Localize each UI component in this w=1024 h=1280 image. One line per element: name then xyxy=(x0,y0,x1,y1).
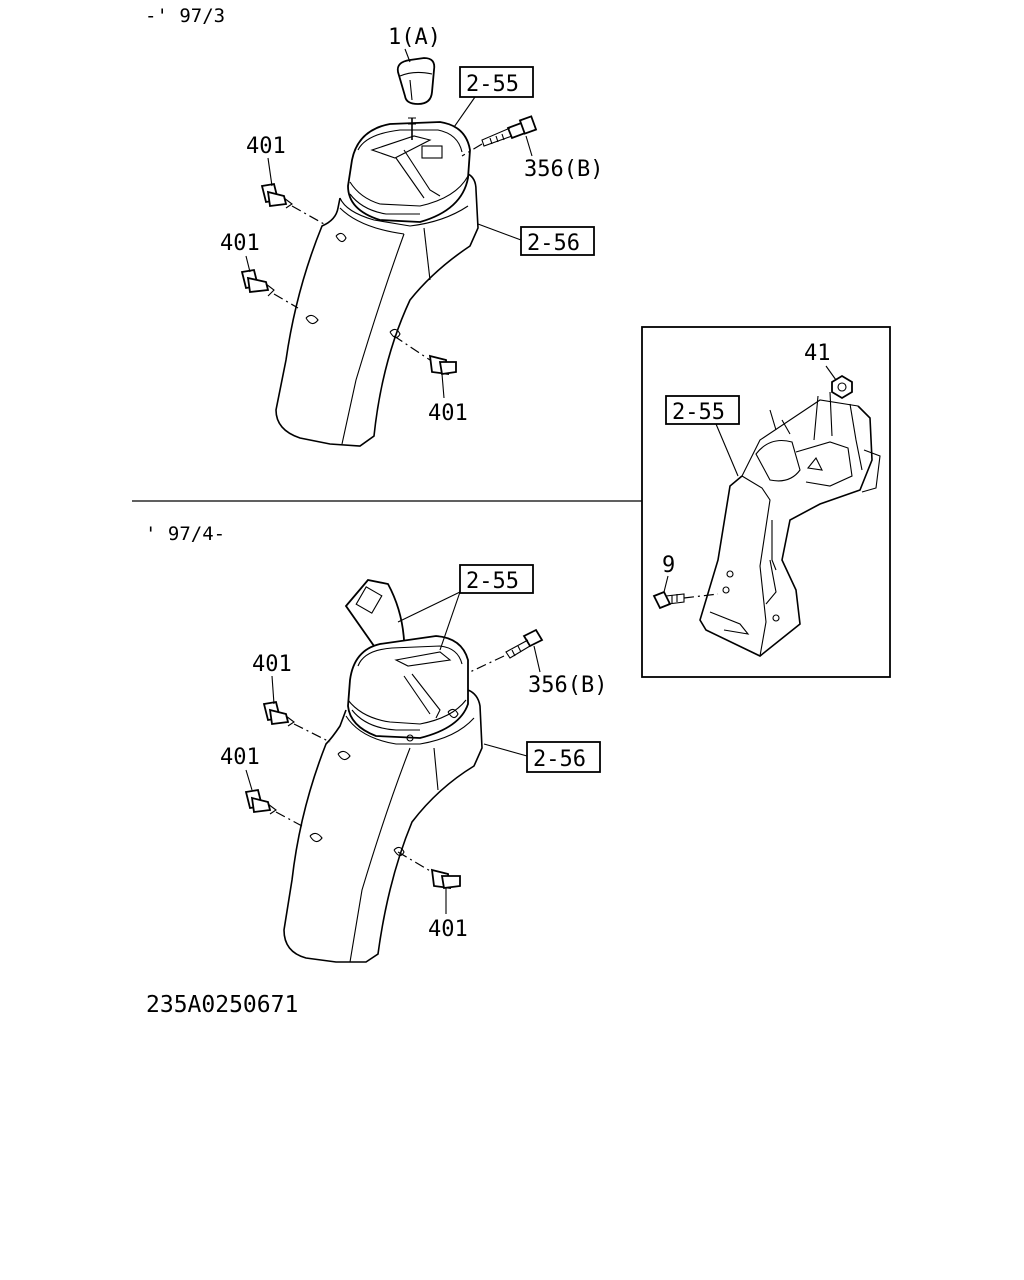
top-cover-ref-box xyxy=(520,226,595,256)
top-shift-cover xyxy=(275,173,479,447)
inset-bracket-ref-label: 2-55 xyxy=(672,400,725,425)
inset-frame xyxy=(641,326,891,678)
bottom-assembly: ' 97/4- 2-55 xyxy=(145,523,607,963)
inset-bolt-9 xyxy=(652,590,685,610)
top-clip-upper xyxy=(260,182,293,209)
bottom-period-label: ' 97/4- xyxy=(145,523,225,545)
top-clip-middle-label: 401 xyxy=(220,231,260,256)
inset-bolt-label: 9 xyxy=(662,553,675,578)
shift-knob-a xyxy=(396,57,436,105)
top-console-housing xyxy=(347,117,471,223)
bottom-console-ref-label: 2-55 xyxy=(466,569,519,594)
top-assembly: -' 97/3 1(A) 2-55 xyxy=(145,5,603,447)
top-cover-ref-label: 2-56 xyxy=(527,231,580,256)
bottom-clip-upper-label: 401 xyxy=(252,652,292,677)
bottom-console-ref-box xyxy=(459,564,534,594)
top-bolt-label: 356(B) xyxy=(524,157,603,182)
drawing-code: 235A0250671 xyxy=(146,992,298,1018)
bottom-shift-cover xyxy=(283,689,483,963)
bottom-bolt-label: 356(B) xyxy=(528,673,607,698)
top-clip-middle xyxy=(240,268,275,297)
knob-label: 1(A) xyxy=(388,25,441,50)
bottom-bolt-356b xyxy=(505,628,544,659)
top-bolt-356b xyxy=(481,115,538,147)
inset-bracket-ref-box xyxy=(665,395,740,425)
inset-bracket xyxy=(699,391,881,657)
bottom-clip-upper xyxy=(262,700,295,727)
bottom-clip-middle-label: 401 xyxy=(220,745,260,770)
inset-nut-41 xyxy=(831,374,853,400)
top-clip-lower xyxy=(428,354,457,376)
bottom-console-housing xyxy=(347,635,469,742)
bottom-clip-middle xyxy=(244,788,277,815)
top-console-ref-box xyxy=(459,66,534,98)
top-clip-upper-label: 401 xyxy=(246,134,286,159)
top-console-ref-label: 2-55 xyxy=(466,72,519,97)
bottom-clip-lower xyxy=(430,868,461,890)
inset-panel: 41 2-55 9 xyxy=(641,326,891,678)
bottom-cover-ref-label: 2-56 xyxy=(533,747,586,772)
top-clip-lower-label: 401 xyxy=(428,401,468,426)
inset-nut-label: 41 xyxy=(804,341,831,366)
bottom-cover-ref-box xyxy=(526,741,601,773)
top-period-label: -' 97/3 xyxy=(145,5,225,27)
bottom-clip-lower-label: 401 xyxy=(428,917,468,942)
